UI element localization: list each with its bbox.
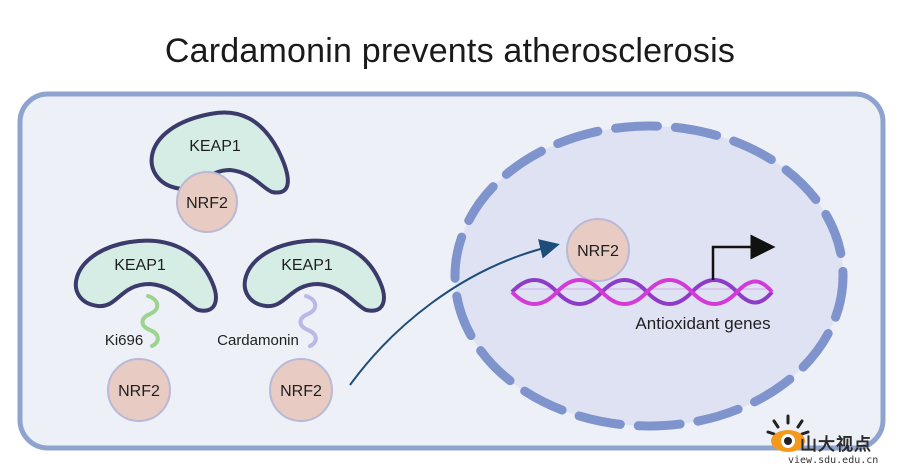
figure-title: Cardamonin prevents atherosclerosis [164, 32, 736, 70]
nrf2-top-label: NRF2 [186, 195, 228, 212]
nrf2-left-label: NRF2 [118, 383, 160, 400]
watermark-url: view.sdu.edu.cn [788, 455, 879, 466]
nucleus [455, 126, 843, 426]
transcription-start-arrow [711, 234, 776, 280]
nuclear-envelope [450, 121, 848, 431]
ki696-label: Ki696 [105, 332, 143, 349]
keap1-nrf2-complex: KEAP1 NRF2 [149, 110, 290, 233]
nrf2-right-label: NRF2 [280, 383, 322, 400]
watermark-logo: 山大视点 view.sdu.edu.cn [766, 400, 896, 472]
nrf2-top-circle [176, 171, 238, 233]
keap1-right-shape [242, 238, 386, 313]
ki696-molecule [140, 294, 160, 348]
dna-helix [510, 278, 774, 306]
keap1-left-label: KEAP1 [114, 257, 166, 274]
nrf2-right-circle [269, 358, 333, 422]
watermark-text: 山大视点 [800, 435, 872, 455]
keap1-top-label: KEAP1 [189, 138, 241, 155]
translocation-arrow [349, 239, 560, 386]
nrf2-left-circle [107, 358, 171, 422]
antioxidant-genes-label: Antioxidant genes [635, 314, 770, 333]
keap1-left-shape [73, 238, 218, 313]
cardamonin-molecule [298, 294, 318, 348]
nrf2-nucleus-label: NRF2 [577, 243, 619, 260]
cardamonin-label: Cardamonin [217, 332, 299, 349]
keap1-top-shape [149, 110, 290, 195]
eye-logo-icon [766, 414, 810, 452]
keap1-right-label: KEAP1 [281, 257, 333, 274]
nrf2-nucleus-circle [566, 218, 630, 282]
